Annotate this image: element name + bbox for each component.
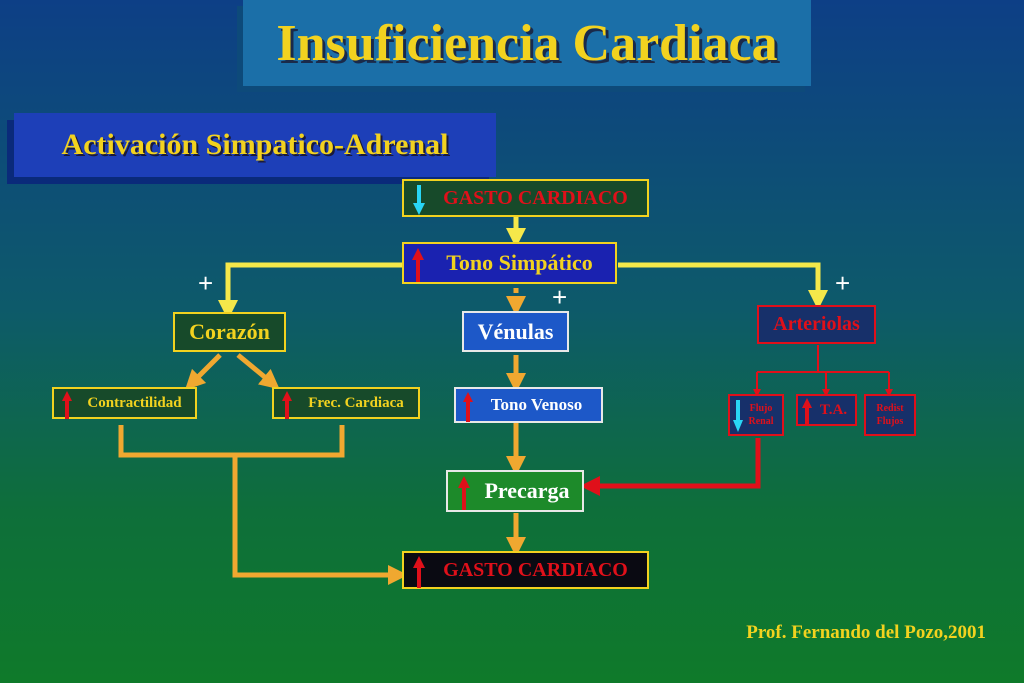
node-gasto-cardiaco-top: GASTO CARDIACO bbox=[402, 179, 649, 217]
node-flujo-renal: Flujo Renal bbox=[728, 394, 784, 436]
plus-venulas: + bbox=[552, 282, 568, 312]
subtitle-banner: Activación Simpatico-Adrenal bbox=[14, 113, 496, 177]
node-gasto-cardiaco-bottom: GASTO CARDIACO bbox=[402, 551, 649, 589]
arrow-down-icon bbox=[413, 185, 425, 215]
arrow-up-icon bbox=[413, 556, 425, 588]
wire-flujo-precarga bbox=[580, 438, 761, 496]
title-banner: Insuficiencia Cardiaca bbox=[243, 0, 811, 86]
wire-tono-arteriolas bbox=[618, 262, 828, 310]
arrow-up-icon bbox=[458, 476, 470, 510]
wire-tono-corazon bbox=[218, 262, 402, 320]
node-frec-cardiaca: Frec. Cardiaca bbox=[272, 387, 420, 419]
page-title: Insuficiencia Cardiaca bbox=[276, 14, 778, 72]
node-venulas: Vénulas bbox=[462, 311, 569, 352]
author-credit: Prof. Fernando del Pozo,2001 bbox=[746, 622, 986, 643]
node-precarga: Precarga bbox=[446, 470, 584, 512]
node-arteriolas: Arteriolas bbox=[757, 305, 876, 344]
arrow-up-icon bbox=[62, 391, 72, 419]
wire-heart-gasto bbox=[232, 455, 408, 585]
wire-heart-bracket bbox=[118, 425, 345, 458]
node-tono-venoso: Tono Venoso bbox=[454, 387, 603, 423]
arrow-up-icon bbox=[463, 392, 473, 422]
wire-corazon-frec bbox=[236, 353, 280, 390]
plus-arteriolas: + bbox=[835, 268, 851, 298]
plus-corazon: + bbox=[198, 268, 214, 298]
arrow-down-icon bbox=[733, 400, 743, 432]
arrow-up-icon bbox=[282, 391, 292, 419]
arrow-up-icon bbox=[802, 398, 812, 424]
node-redist-flujos: Redist Flujos bbox=[864, 394, 916, 436]
node-corazon: Corazón bbox=[173, 312, 286, 352]
node-contractilidad: Contractilidad bbox=[52, 387, 197, 419]
page-subtitle: Activación Simpatico-Adrenal bbox=[61, 128, 449, 161]
node-tono-simpatico: Tono Simpático bbox=[402, 242, 617, 284]
arrow-up-icon bbox=[412, 248, 424, 282]
node-ta: T.A. bbox=[796, 394, 857, 426]
wire-corazon-contractilidad bbox=[184, 353, 222, 391]
